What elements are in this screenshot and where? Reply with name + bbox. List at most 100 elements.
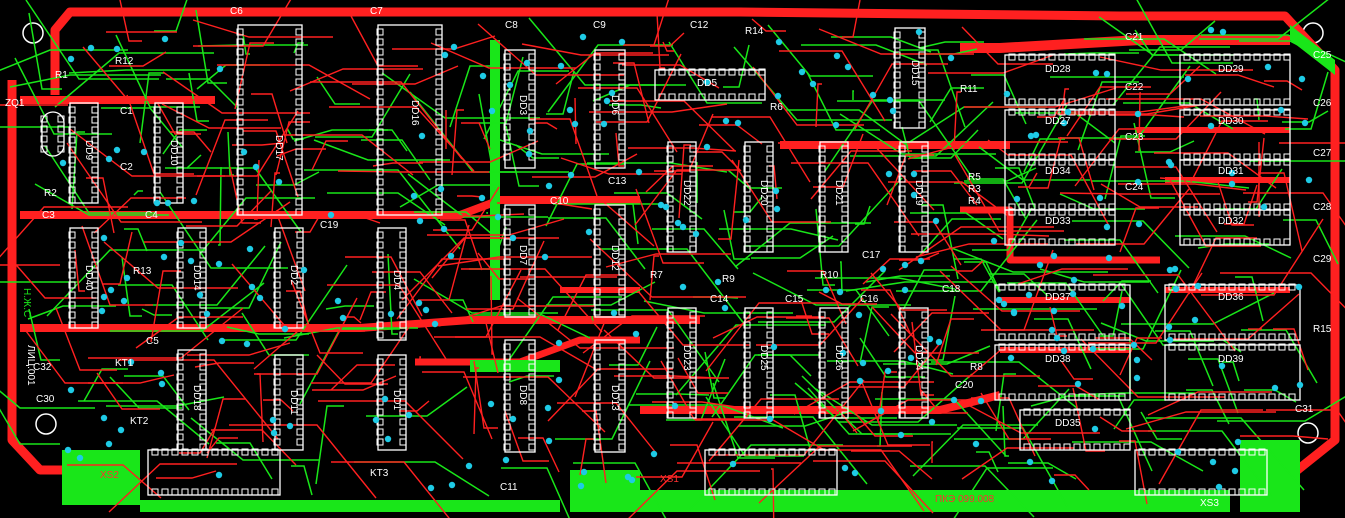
connector-xs3-label: XS3 xyxy=(1200,498,1219,509)
bottom-ground-pours xyxy=(62,25,1335,512)
label-kt3: KT3 xyxy=(370,468,389,479)
label-dd20: DD20 xyxy=(758,180,769,206)
label-c27: C27 xyxy=(1313,148,1332,159)
label-dd18: DD18 xyxy=(191,385,202,411)
label-dd23: DD23 xyxy=(681,345,692,371)
label-c16: C16 xyxy=(860,294,879,305)
label-c11: C11 xyxy=(500,482,518,493)
vias xyxy=(59,26,1313,492)
label-dd26: DD26 xyxy=(833,345,844,371)
label-r6: R6 xyxy=(770,102,783,113)
label-dd19: DD19 xyxy=(913,180,924,206)
label-dd24: DD24 xyxy=(913,345,924,371)
label-dd11: DD11 xyxy=(288,390,299,415)
label-r3: R3 xyxy=(968,184,981,195)
label-dd12: DD12 xyxy=(609,245,620,271)
connector-xs1-label: XS1 xyxy=(660,474,679,485)
label-dd39: DD39 xyxy=(1218,354,1244,365)
silkscreen-labels: ZQ1 R1 R12 R2 C1 C2 C3 C4 C5 C6 C7 C8 C9… xyxy=(5,6,1332,509)
label-c26: C26 xyxy=(1313,98,1332,109)
connector-xs2-label: XS2 xyxy=(100,470,119,481)
label-c17: C17 xyxy=(862,250,881,261)
label-c9: C9 xyxy=(593,20,606,31)
side-text-1: Н.Ж.С xyxy=(21,288,32,317)
label-r4: R4 xyxy=(968,196,981,207)
label-dd6: DD6 xyxy=(609,95,620,115)
component-pads xyxy=(40,28,1296,496)
label-dd9: DD9 xyxy=(83,140,94,160)
label-kt2: KT2 xyxy=(130,416,149,427)
label-zq1: ZQ1 xyxy=(5,98,25,109)
label-dd33: DD33 xyxy=(1045,216,1071,227)
label-dd38: DD38 xyxy=(1045,354,1071,365)
label-c6: C6 xyxy=(230,6,243,17)
label-dd10: DD10 xyxy=(168,140,179,166)
label-dd31: DD31 xyxy=(1218,166,1244,177)
label-c24: C24 xyxy=(1125,182,1144,193)
label-c13: C13 xyxy=(608,176,627,187)
label-dd15: DD15 xyxy=(909,60,920,86)
label-dd4: DD4 xyxy=(391,270,402,290)
label-r9: R9 xyxy=(722,274,735,285)
label-c30: C30 xyxy=(36,394,55,405)
label-dd35: DD35 xyxy=(1055,418,1081,429)
label-c28: C28 xyxy=(1313,202,1332,213)
label-dd28: DD28 xyxy=(1045,64,1071,75)
label-c7: C7 xyxy=(370,6,383,17)
label-dd21: DD21 xyxy=(833,180,844,206)
label-dd1: DD1 xyxy=(391,390,402,410)
label-c10: C10 xyxy=(550,196,569,207)
label-r10: R10 xyxy=(820,270,839,281)
label-dd30: DD30 xyxy=(1218,116,1244,127)
label-dd22: DD22 xyxy=(681,180,692,206)
label-dd7: DD7 xyxy=(517,245,528,265)
board-code: ПКЭ 099.008 xyxy=(935,494,995,505)
label-dd29: DD29 xyxy=(1218,64,1244,75)
label-dd3: DD3 xyxy=(517,95,528,115)
label-c20: C20 xyxy=(955,380,974,391)
label-dd17: DD17 xyxy=(273,135,284,161)
label-dd32: DD32 xyxy=(1218,216,1244,227)
label-c25: C25 xyxy=(1313,50,1332,61)
label-dd14: DD14 xyxy=(191,265,202,291)
label-r13: R13 xyxy=(133,266,152,277)
label-dd40: DD40 xyxy=(83,265,94,291)
label-r8: R8 xyxy=(970,362,983,373)
label-r5: R5 xyxy=(968,172,981,183)
label-c14: C14 xyxy=(710,294,729,305)
label-dd8: DD8 xyxy=(517,385,528,405)
label-c1: C1 xyxy=(120,106,133,117)
label-dd25: DD25 xyxy=(758,345,769,371)
label-dd5: DD5 xyxy=(697,78,717,89)
label-dd34: DD34 xyxy=(1045,166,1071,177)
label-dd16: DD16 xyxy=(409,100,420,126)
label-dd2: DD2 xyxy=(288,265,299,285)
label-c4: C4 xyxy=(145,210,158,221)
label-c23: C23 xyxy=(1125,132,1144,143)
label-dd36: DD36 xyxy=(1218,292,1244,303)
label-c19: C19 xyxy=(320,220,339,231)
label-r2: R2 xyxy=(44,188,57,199)
label-c2: C2 xyxy=(120,162,133,173)
label-r7: R7 xyxy=(650,270,663,281)
label-c32: C32 xyxy=(33,362,52,373)
label-kt1: KT1 xyxy=(115,358,134,369)
label-c31: C31 xyxy=(1295,404,1314,415)
label-c8: C8 xyxy=(505,20,518,31)
label-dd13: DD13 xyxy=(609,385,620,411)
label-dd27: DD27 xyxy=(1045,116,1071,127)
label-r1: R1 xyxy=(55,70,68,81)
label-c29: C29 xyxy=(1313,254,1332,265)
label-r15: R15 xyxy=(1313,324,1332,335)
label-c5: C5 xyxy=(146,336,159,347)
side-text-2: ЛИЦ.001 xyxy=(25,345,36,386)
label-c21: C21 xyxy=(1125,32,1144,43)
label-c18: C18 xyxy=(942,284,961,295)
label-c15: C15 xyxy=(785,294,804,305)
label-r12: R12 xyxy=(115,56,134,67)
label-r11: R11 xyxy=(960,84,978,95)
label-dd37: DD37 xyxy=(1045,292,1071,303)
label-c22: C22 xyxy=(1125,82,1144,93)
